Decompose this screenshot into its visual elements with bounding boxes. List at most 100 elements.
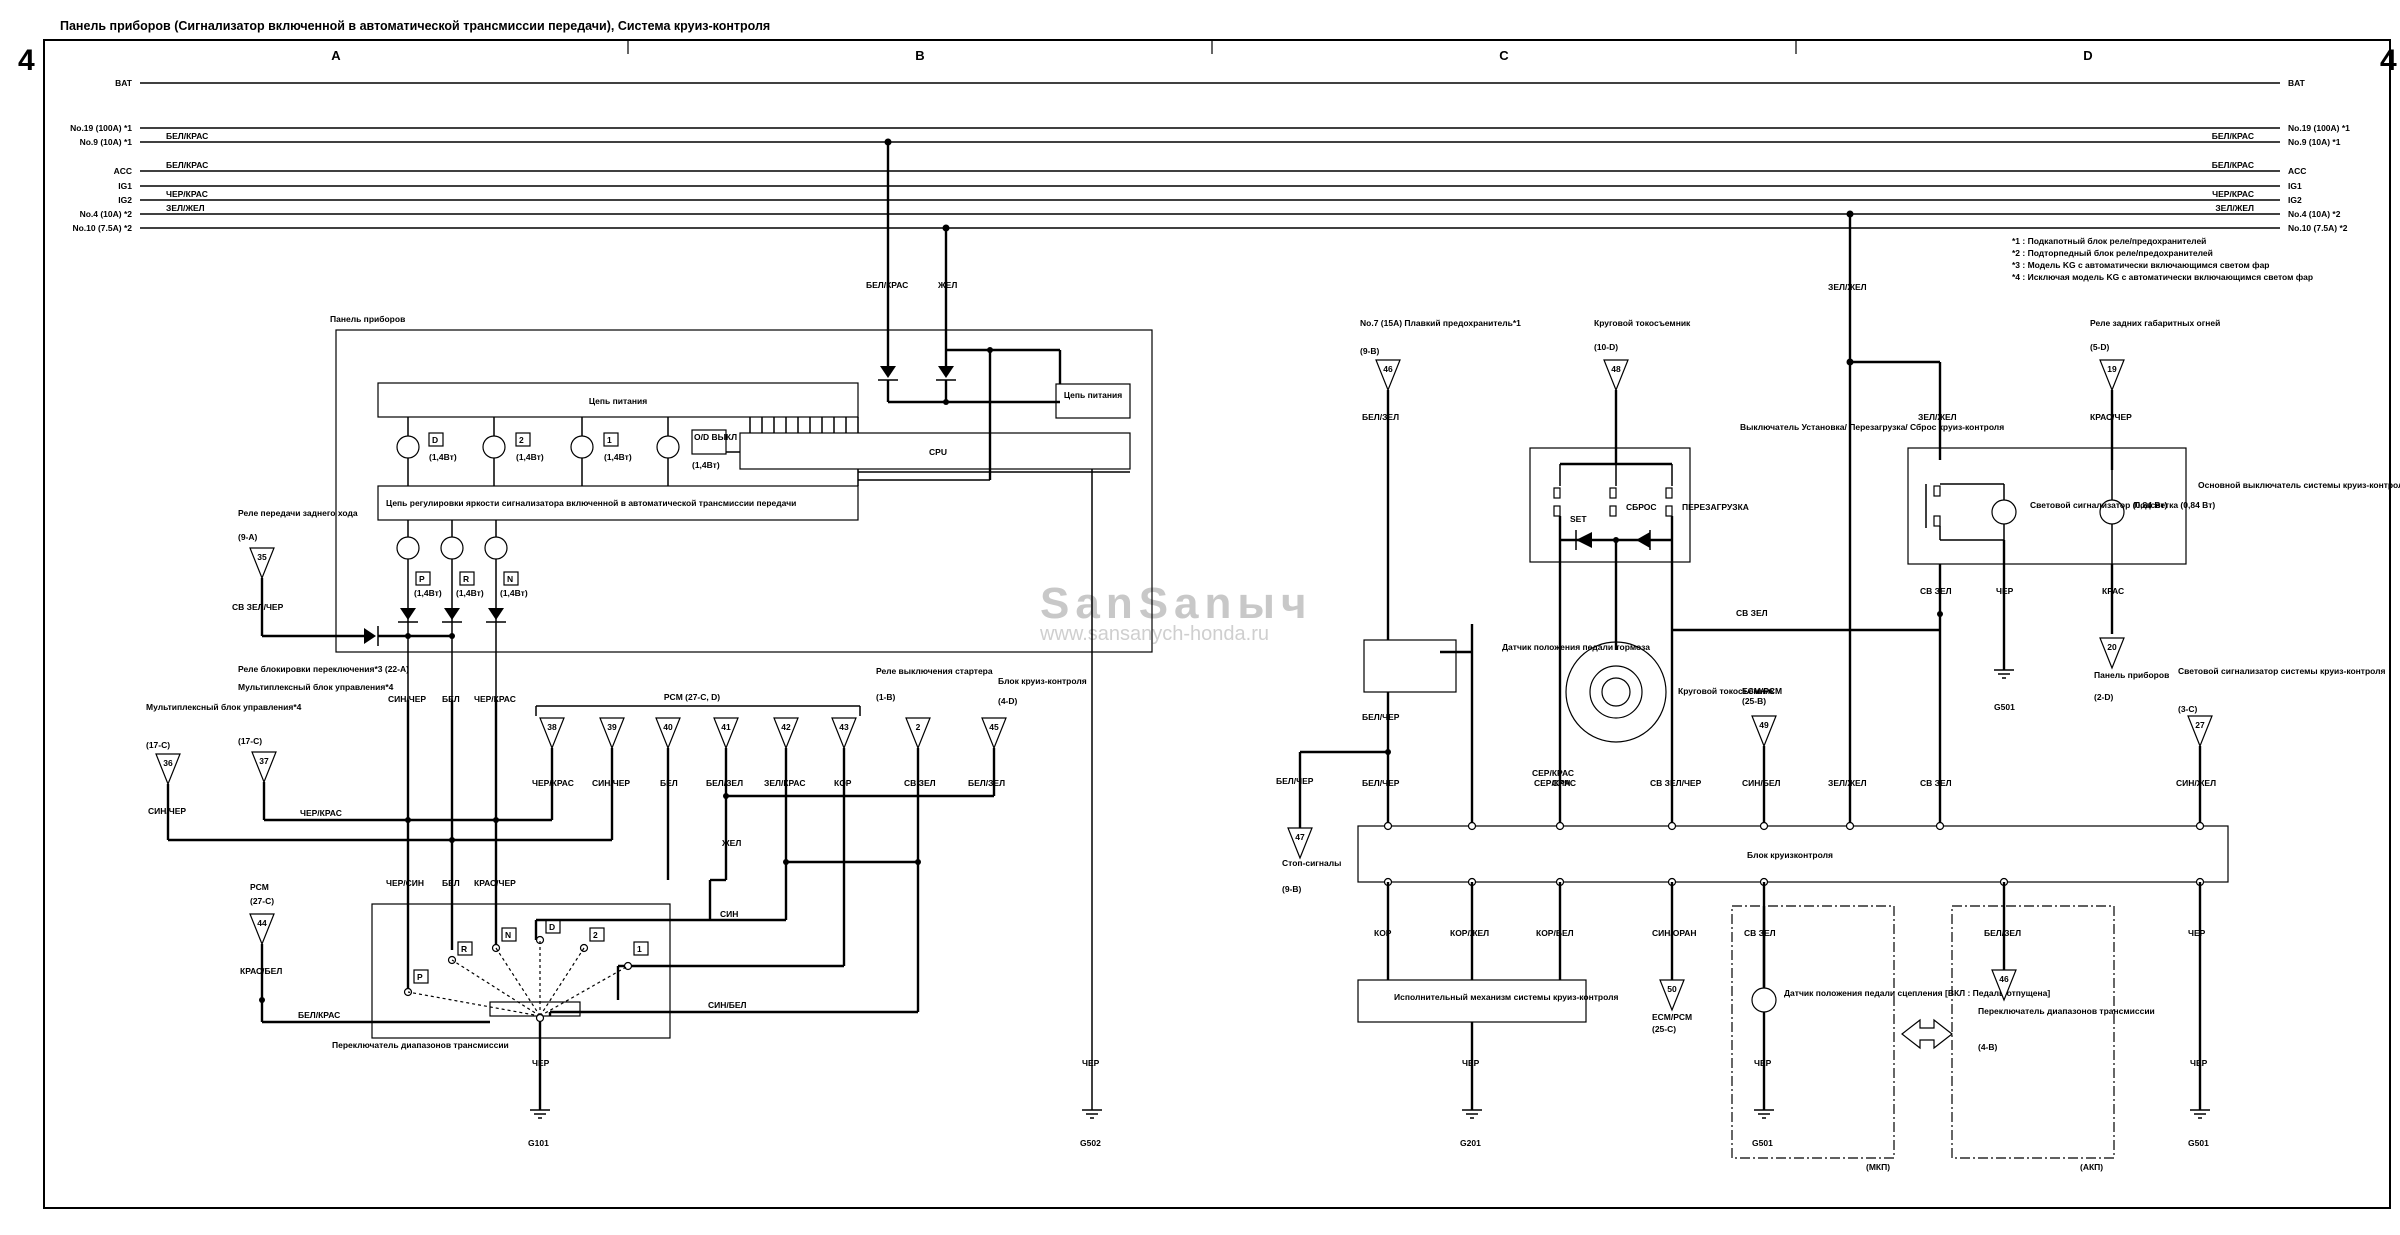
bus-wire-labels-left: БЕЛ/КРАС БЕЛ/КРАС ЧЕР/КРАС ЗЕЛ/ЖЕЛ bbox=[166, 131, 208, 213]
bus-label: BAT bbox=[115, 78, 133, 88]
panel20-ref: (2-D) bbox=[2094, 692, 2114, 702]
svg-text:КОР: КОР bbox=[1374, 928, 1392, 938]
svg-text:43: 43 bbox=[839, 722, 849, 732]
svg-text:SET: SET bbox=[1570, 514, 1587, 524]
diode bbox=[880, 366, 896, 378]
lamp-code: D bbox=[432, 435, 438, 445]
wire-label: ЗЕЛ/ЖЕЛ bbox=[2215, 203, 2254, 213]
connector-pin bbox=[251, 751, 277, 784]
range-switch-box bbox=[371, 903, 671, 1039]
double-arrow-icon bbox=[1901, 1018, 1953, 1050]
svg-text:СИН: СИН bbox=[1552, 778, 1570, 788]
actuator-label: Исполнительный механизм системы круиз-ко… bbox=[1394, 992, 1618, 1002]
range-switch-ref-ref: (4-B) bbox=[1978, 1042, 1998, 1052]
bus-label: IG1 bbox=[2288, 181, 2302, 191]
range-switch-label: Переключатель диапазонов трансмиссии bbox=[332, 1040, 509, 1050]
pin-number: 47 bbox=[1295, 832, 1305, 842]
bus-label: No.10 (7.5A) *2 bbox=[72, 223, 132, 233]
left-section: Реле передачи заднего хода (9-A) 35 СВ З… bbox=[146, 508, 1102, 1148]
wire-label: ЧЕР bbox=[1996, 586, 2014, 596]
brake-sensor-box bbox=[1363, 639, 1457, 693]
lamp-code: N bbox=[507, 574, 513, 584]
splice bbox=[1937, 611, 1943, 617]
ground-symbol bbox=[1754, 1109, 1774, 1119]
bottom-lamps: P (1,4Вт) R (1,4Вт) N (1,4Вт) bbox=[396, 520, 528, 700]
wire-label: БЕЛ bbox=[442, 694, 460, 704]
set-switch-contacts: SET СБРОС ПЕРЕЗАГРУЗКА bbox=[1553, 464, 1749, 550]
pin-number: 19 bbox=[2107, 364, 2117, 374]
instrument-panel: Панель приборов БЕЛ/КРАС ЖЕЛ Цепь питани… bbox=[330, 138, 1153, 1110]
wire-label: БЕЛ/КРАС bbox=[298, 1010, 340, 1020]
splice bbox=[259, 997, 265, 1003]
diode bbox=[364, 628, 376, 644]
reverse-relay-name: Реле передачи заднего хода bbox=[238, 508, 358, 518]
dimmer-label: Цепь регулировки яркости сигнализатора в… bbox=[386, 498, 796, 508]
clock-spring-label: Круговой токосъемник bbox=[1678, 686, 1775, 696]
svg-text:СВ ЗЕЛ/ЧЕР: СВ ЗЕЛ/ЧЕР bbox=[1650, 778, 1702, 788]
range-switch-ref-name: Переключатель диапазонов трансмиссии bbox=[1978, 1006, 2155, 1016]
lock-relay-note: Реле блокировки переключения*3 (22-A) bbox=[238, 664, 409, 674]
akp-label: (АКП) bbox=[2080, 1162, 2103, 1172]
lamp-watt: (1,4Вт) bbox=[429, 452, 457, 462]
cpu-pins bbox=[749, 417, 847, 433]
pin-number: 50 bbox=[1667, 984, 1677, 994]
svg-text:P: P bbox=[417, 972, 423, 982]
mux-unit-left-name: Мультиплексный блок управления*4 bbox=[146, 702, 302, 712]
page-number-left: 4 bbox=[18, 44, 35, 77]
mkp-label: (МКП) bbox=[1866, 1162, 1890, 1172]
lamp-watt: (1,4Вт) bbox=[692, 460, 720, 470]
svg-text:ЗЕЛ/ЖЕЛ: ЗЕЛ/ЖЕЛ bbox=[1828, 778, 1867, 788]
bus-label: BAT bbox=[2288, 78, 2306, 88]
page-number-right: 4 bbox=[2380, 44, 2397, 77]
instrument-panel-label: Панель приборов bbox=[330, 314, 405, 324]
bus-labels-right: BAT No.19 (100A) *1 No.9 (10A) *1 ACC IG… bbox=[2288, 78, 2350, 233]
wire-label: БЕЛ/ЧЕР bbox=[1276, 776, 1314, 786]
lamp-code: R bbox=[463, 574, 469, 584]
svg-text:ЧЕР: ЧЕР bbox=[2188, 928, 2206, 938]
svg-text:БЕЛ/ЗЕЛ: БЕЛ/ЗЕЛ bbox=[706, 778, 743, 788]
splice bbox=[405, 817, 411, 823]
connector-pin bbox=[155, 753, 181, 786]
connector-pin bbox=[2187, 715, 2213, 748]
svg-text:41: 41 bbox=[721, 722, 731, 732]
lamp-code-box bbox=[691, 429, 727, 455]
wire-label: БЕЛ/КРАС bbox=[2212, 160, 2254, 170]
main-switch-contacts bbox=[1925, 470, 2125, 564]
wire-label: ЧЕР bbox=[1082, 1058, 1100, 1068]
connector-pin bbox=[1287, 827, 1313, 860]
ecm50-ref: (25-C) bbox=[1652, 1024, 1676, 1034]
cruise-unit-label: Блок круизконтроля bbox=[1747, 850, 1833, 860]
splice bbox=[1846, 210, 1854, 218]
svg-text:СИН/ЖЕЛ: СИН/ЖЕЛ bbox=[2176, 778, 2216, 788]
akp-box bbox=[1951, 905, 2115, 1159]
svg-text:БЕЛ/ЗЕЛ: БЕЛ/ЗЕЛ bbox=[1984, 928, 2021, 938]
lamp-code-box bbox=[459, 571, 475, 586]
bus-label: No.19 (100A) *1 bbox=[70, 123, 132, 133]
starter-relay-ref: (1-B) bbox=[876, 692, 896, 702]
cpu-label: CPU bbox=[929, 447, 947, 457]
svg-text:ЗЕЛ/КРАС: ЗЕЛ/КРАС bbox=[764, 778, 806, 788]
wire-label: СВ ЗЕЛ bbox=[1736, 608, 1768, 618]
lamp-code-box bbox=[428, 432, 444, 447]
wire-label: БЕЛ/ЧЕР bbox=[1362, 712, 1400, 722]
set-switch-box bbox=[1529, 447, 1691, 563]
pin-number: 46 bbox=[1999, 974, 2009, 984]
mux-unit-left-ref: (17-C) bbox=[146, 740, 170, 750]
pcm-pins: 38 ЧЕР/КРАС 39 СИН/ЧЕР 40 БЕЛ 41 БЕЛ/ЗЕЛ… bbox=[532, 717, 857, 966]
svg-text:39: 39 bbox=[607, 722, 617, 732]
connector-pin bbox=[1991, 969, 2017, 1002]
fuse7-name: No.7 (15A) Плавкий предохранитель*1 bbox=[1360, 318, 1521, 328]
bus-label: No.10 (7.5A) *2 bbox=[2288, 223, 2348, 233]
frame bbox=[43, 39, 2391, 1209]
indicator27-ref: (3-C) bbox=[2178, 704, 2198, 714]
wire-label: ЧЕР/КРАС bbox=[166, 189, 208, 199]
wire-label: ЖЕЛ bbox=[937, 280, 957, 290]
mkp-box bbox=[1731, 905, 1895, 1159]
reverse-relay-ref: (9-A) bbox=[238, 532, 258, 542]
svg-text:R: R bbox=[461, 944, 467, 954]
ground-label: G501 bbox=[1994, 702, 2015, 712]
clock-spring-outer bbox=[1565, 641, 1667, 743]
splice bbox=[723, 793, 729, 799]
wire-label: СВ ЗЕЛ bbox=[1920, 586, 1952, 596]
cruise-unit-box bbox=[1357, 825, 2229, 883]
